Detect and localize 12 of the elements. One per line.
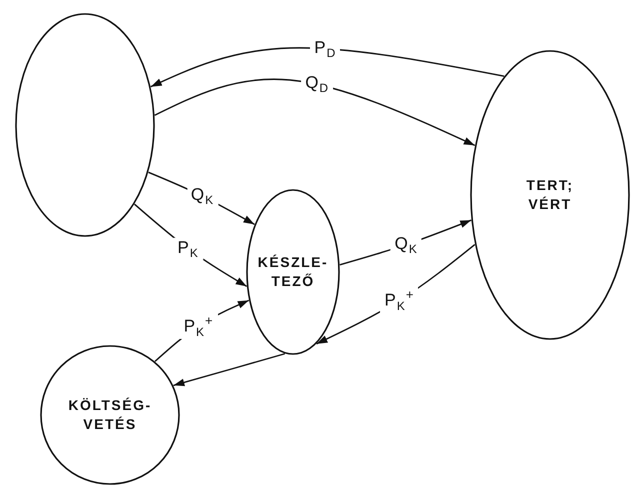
node-label: KÉSZLE- TEZŐ (256, 253, 330, 291)
ellipse-node (246, 189, 340, 355)
node-label: TERT; VÉRT (525, 176, 575, 214)
ellipse-node (15, 13, 155, 237)
ellipse-node (470, 50, 630, 340)
arrow (173, 353, 286, 386)
edge-label: P$_{K}$ (173, 237, 203, 260)
arrow (150, 47, 504, 88)
edge-label: Q$_{K}$ (186, 185, 218, 208)
node-label: KÖLTSÉG- VETÉS (67, 396, 153, 434)
arrow (154, 78, 476, 146)
ellipse-node (40, 345, 180, 485)
